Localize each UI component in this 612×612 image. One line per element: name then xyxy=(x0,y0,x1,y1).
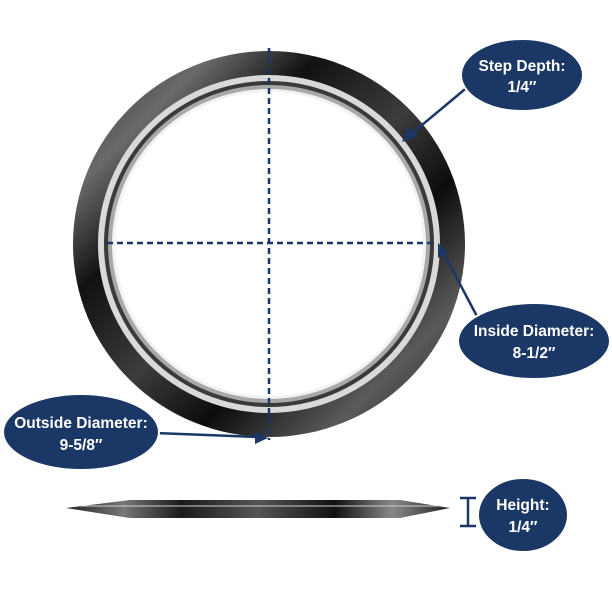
inside-diameter-value: 8-1/2″ xyxy=(513,345,556,362)
inside-diameter-label: Inside Diameter: xyxy=(474,323,595,340)
height-value: 1/4″ xyxy=(509,519,539,536)
callout-arrows xyxy=(154,84,482,444)
callout-inside-diameter: Inside Diameter: 8-1/2″ xyxy=(457,302,611,380)
callout-bubble xyxy=(2,393,160,471)
outside-diameter-arrowhead xyxy=(255,431,268,444)
callout-outside-diameter: Outside Diameter: 9-5/8″ xyxy=(2,393,160,471)
callout-step-depth: Step Depth: 1/4″ xyxy=(460,38,584,112)
outside-diameter-arrow xyxy=(154,431,259,439)
callout-bubble xyxy=(457,302,611,380)
inside-diameter-arrowhead xyxy=(438,243,449,258)
step-depth-arrowhead xyxy=(402,126,418,142)
step-depth-label: Step Depth: xyxy=(479,58,566,75)
outside-diameter-value: 9-5/8″ xyxy=(60,437,103,454)
inside-diameter-arrow xyxy=(441,251,482,323)
step-depth-value: 1/4″ xyxy=(508,79,538,96)
step-depth-arrow xyxy=(409,84,471,136)
callout-bubble xyxy=(460,38,584,112)
dimension-lines xyxy=(107,48,432,440)
trim-ring-side-view xyxy=(66,500,450,518)
callout-height: Height: 1/4″ xyxy=(477,477,569,553)
outside-diameter-label: Outside Diameter: xyxy=(14,415,148,432)
side-view-profile xyxy=(66,500,450,518)
i-beam-dimension-icon xyxy=(460,496,476,528)
callout-bubble xyxy=(477,477,569,553)
height-label: Height: xyxy=(496,497,549,514)
